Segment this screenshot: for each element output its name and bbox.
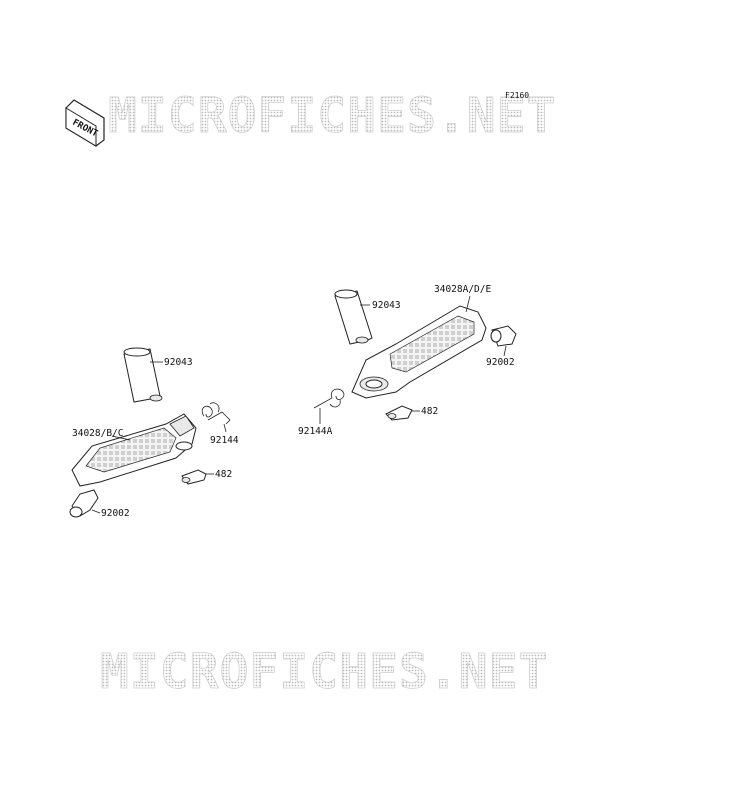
label-right-rubber: 92002 xyxy=(486,357,515,368)
label-right-pin: 92043 xyxy=(372,300,401,311)
watermark-top: MICROFICHES.NET xyxy=(108,88,556,144)
left-spring-part xyxy=(201,402,231,425)
left-footpeg-part xyxy=(71,413,197,487)
right-footpeg-part xyxy=(351,305,487,399)
label-right-spring: 92144A xyxy=(298,426,333,437)
right-rubber-part xyxy=(490,325,517,347)
label-left-pin: 92043 xyxy=(164,357,193,368)
left-pin-part xyxy=(123,347,163,403)
watermark-bottom: MICROFICHES.NET xyxy=(100,644,548,700)
right-pin-part xyxy=(334,289,373,345)
diagram-code: F2160 xyxy=(505,91,529,100)
label-left-clip: 482 xyxy=(215,469,232,480)
front-arrow-icon: FRONT xyxy=(65,99,105,147)
right-spring-part xyxy=(313,388,345,409)
label-left-footpeg: 34028/B/C xyxy=(72,428,123,439)
left-rubber-part xyxy=(69,489,99,518)
label-left-spring: 92144 xyxy=(210,435,239,446)
label-right-footpeg: 34028A/D/E xyxy=(434,284,491,295)
left-clip-part xyxy=(181,469,207,485)
label-right-clip: 482 xyxy=(421,406,438,417)
label-left-rubber: 92002 xyxy=(101,508,130,519)
right-clip-part xyxy=(385,405,413,421)
